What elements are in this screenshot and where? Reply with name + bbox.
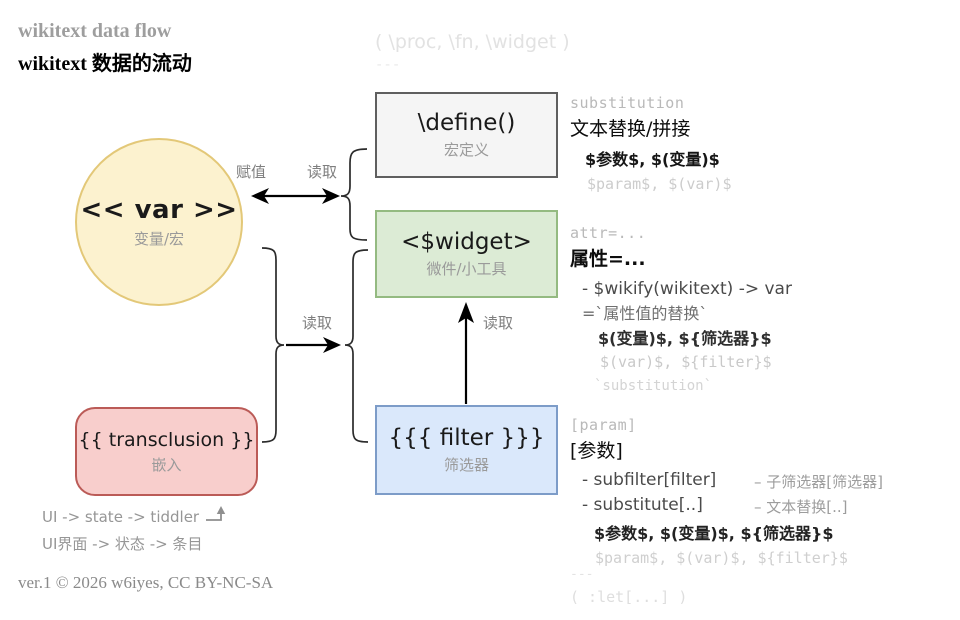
note-substitution-tokens-en: $param$, $(var)$ [587, 175, 732, 193]
note-param-item2-en: - substitute[..] [582, 495, 703, 515]
note-attr-heading: 属性=... [570, 248, 646, 270]
note-substitution-heading: 文本替换/拼接 [570, 118, 691, 140]
brace-define-widget-icon [340, 148, 368, 241]
brace-widget-filter-icon [344, 249, 369, 443]
node-filter: {{{ filter }}} 筛选器 [375, 405, 558, 495]
node-var: << var >> 变量/宏 [75, 138, 243, 306]
note-param-item2-zh: – 文本替换[..] [754, 498, 848, 516]
note-attr-code: attr=... [570, 224, 647, 242]
note-param-footnote: ( :let[...] ) [570, 588, 688, 606]
arrowhead-up-icon [458, 302, 474, 323]
note-param-code: [param] [570, 416, 637, 434]
note-param: [param] [参数] - subfilter[filter] – 子筛选器[… [570, 415, 883, 608]
node-filter-label: {{{ filter }}} [388, 425, 545, 451]
arrowhead-mid-icon [323, 337, 341, 353]
note-attr-footnote: `substitution` [594, 378, 713, 394]
top-note-line2: --- [375, 57, 401, 73]
note-attr: attr=... 属性=... - $wikify(wikitext) -> v… [570, 223, 792, 397]
note-param-tokens-en: $param$, $(var)$, ${filter}$ [595, 549, 848, 567]
flow-note-zh: UI界面 -> 状态 -> 条目 [42, 535, 203, 553]
note-param-item1-zh: – 子筛选器[筛选器] [754, 473, 883, 491]
note-substitution: substitution 文本替换/拼接 $参数$, $(变量)$ $param… [570, 93, 732, 195]
edge-label-read-top: 读取 [307, 163, 338, 181]
note-substitution-code: substitution [570, 94, 685, 112]
node-transclusion-label: {{ transclusion }} [78, 428, 255, 451]
top-note: ( \proc, \fn, \widget ) --- [375, 31, 570, 76]
note-param-heading: [参数] [570, 440, 623, 462]
node-var-label: << var >> [80, 195, 238, 225]
node-transclusion: {{ transclusion }} 嵌入 [75, 407, 258, 496]
node-widget-label: <$widget> [401, 229, 532, 255]
arrowhead-left-icon [251, 188, 269, 204]
node-widget-sublabel: 微件/小工具 [426, 260, 507, 278]
top-note-line1: ( \proc, \fn, \widget ) [375, 31, 570, 53]
node-filter-sublabel: 筛选器 [443, 456, 489, 474]
footer-credit: ver.1 © 2026 w6iyes, CC BY-NC-SA [18, 573, 274, 592]
note-substitution-tokens-zh: $参数$, $(变量)$ [585, 150, 720, 169]
note-attr-tokens-zh: $(变量)$, ${筛选器}$ [598, 329, 772, 348]
note-param-tokens-zh: $参数$, $(变量)$, ${筛选器}$ [594, 524, 834, 543]
note-param-item2: - substitute[..] – 文本替换[..] [570, 495, 883, 518]
note-attr-tokens-en: $(var)$, ${filter}$ [600, 353, 772, 371]
node-widget: <$widget> 微件/小工具 [375, 210, 558, 298]
note-param-item1-en: - subfilter[filter] [582, 470, 717, 490]
elbow-up-arrow-icon [206, 506, 226, 521]
note-param-divider: --- [570, 567, 594, 582]
flow-note: UI -> state -> tiddler UI界面 -> 状态 -> 条目 [42, 506, 231, 554]
note-param-item1: - subfilter[filter] – 子筛选器[筛选器] [570, 470, 883, 493]
node-transclusion-sublabel: 嵌入 [151, 455, 182, 474]
node-define-sublabel: 宏定义 [443, 141, 489, 159]
edge-label-read-mid: 读取 [302, 314, 333, 332]
node-define: \define() 宏定义 [375, 92, 558, 178]
note-attr-item1: - $wikify(wikitext) -> var [582, 279, 792, 299]
brace-sources-icon [261, 247, 285, 443]
arrowhead-right-icon [322, 188, 340, 204]
page-title-zh: wikitext 数据的流动 [18, 53, 192, 75]
page-title-en: wikitext data flow [18, 20, 172, 42]
flow-note-en: UI -> state -> tiddler [42, 508, 200, 526]
node-define-label: \define() [417, 110, 516, 136]
node-var-sublabel: 变量/宏 [133, 230, 185, 248]
edge-label-read-widget: 读取 [483, 314, 514, 332]
edge-label-assign: 赋值 [236, 163, 267, 181]
note-attr-item2: =`属性值的替换` [582, 304, 708, 323]
